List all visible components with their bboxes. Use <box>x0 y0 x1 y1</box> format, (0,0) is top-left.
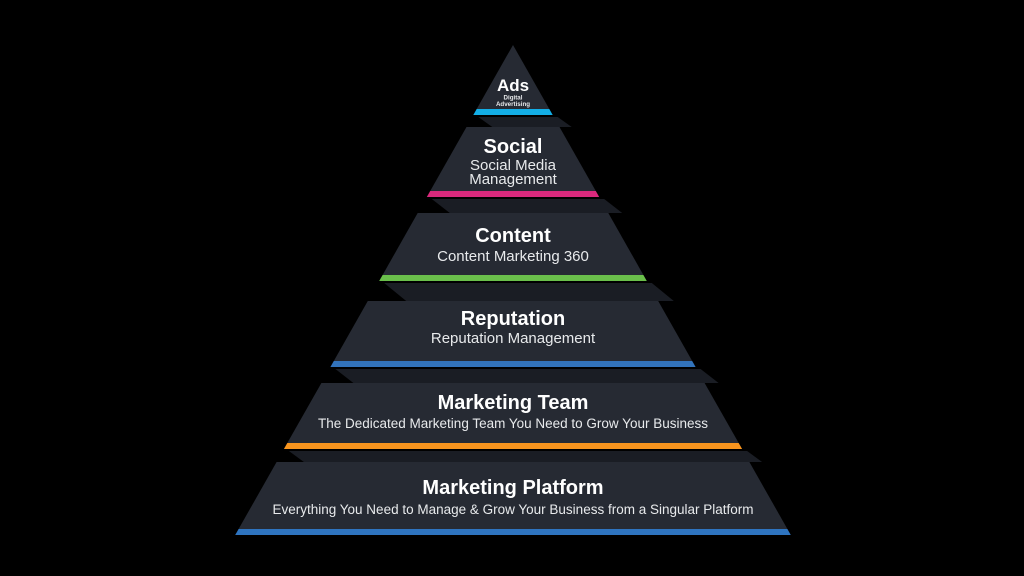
pyramid-level-content: Content Content Marketing 360 <box>379 213 647 281</box>
social-shadow <box>431 199 623 213</box>
content-title: Content <box>475 225 551 247</box>
ads-subtitle-line1: Digital <box>504 95 523 102</box>
reputation-title: Reputation <box>461 308 565 330</box>
reputation-body <box>333 301 693 361</box>
reputation-accent-bar <box>330 361 696 367</box>
marketing-team-shadow <box>288 451 763 462</box>
pyramid-level-reputation: Reputation Reputation Management <box>330 301 696 367</box>
level-shadows <box>288 117 763 462</box>
marketing-platform-body <box>238 462 788 529</box>
content-subtitle: Content Marketing 360 <box>437 248 589 265</box>
content-body <box>382 213 644 275</box>
pyramid-level-marketing-platform: Marketing Platform Everything You Need t… <box>235 462 791 535</box>
social-subtitle-line2: Management <box>469 171 557 188</box>
social-subtitle-line1: Social Media <box>470 157 557 174</box>
social-accent-bar <box>426 191 600 197</box>
ads-title: Ads <box>497 76 529 95</box>
pyramid-level-marketing-team: Marketing Team The Dedicated Marketing T… <box>283 383 743 449</box>
marketing-platform-title: Marketing Platform <box>422 477 603 499</box>
pyramid-level-social: Social Social Media Management <box>426 127 600 197</box>
ads-body <box>476 45 550 109</box>
content-shadow <box>384 283 674 301</box>
ads-accent-bar <box>473 109 553 115</box>
marketing-team-accent-bar <box>283 443 743 449</box>
marketing-platform-accent-bar <box>235 529 791 535</box>
pyramid-level-ads: Ads Digital Advertising <box>473 45 553 115</box>
reputation-subtitle: Reputation Management <box>431 330 596 347</box>
ads-subtitle-line2: Advertising <box>496 101 530 108</box>
reputation-shadow <box>335 369 719 383</box>
marketing-team-body <box>287 383 739 443</box>
social-title: Social <box>484 136 543 158</box>
marketing-team-subtitle: The Dedicated Marketing Team You Need to… <box>318 416 708 431</box>
marketing-platform-subtitle: Everything You Need to Manage & Grow You… <box>272 502 753 517</box>
content-accent-bar <box>379 275 647 281</box>
ads-shadow <box>478 117 572 127</box>
social-body <box>430 127 596 191</box>
marketing-team-title: Marketing Team <box>438 392 589 414</box>
